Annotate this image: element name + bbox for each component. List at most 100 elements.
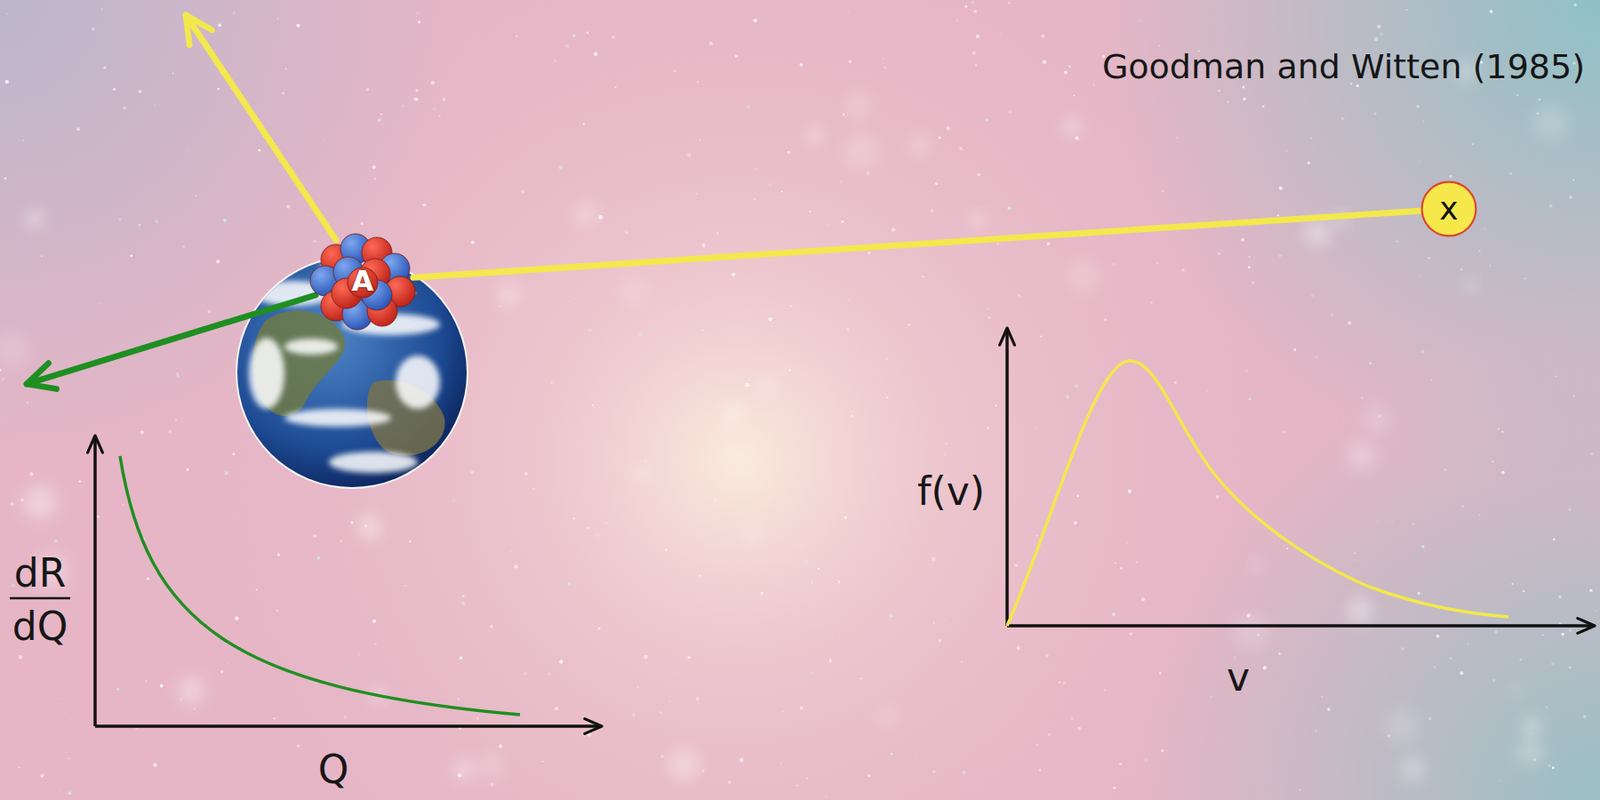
star xyxy=(401,104,405,108)
star xyxy=(1489,9,1494,14)
star xyxy=(18,655,23,659)
star xyxy=(312,534,317,538)
star xyxy=(587,527,590,529)
star xyxy=(1392,521,1393,523)
star xyxy=(1075,136,1080,140)
star xyxy=(1347,320,1352,325)
star xyxy=(281,92,285,96)
star-glow xyxy=(1346,597,1374,624)
star xyxy=(1248,265,1251,269)
star xyxy=(1209,695,1212,697)
star xyxy=(312,240,317,244)
star xyxy=(116,688,120,691)
star xyxy=(587,721,591,725)
star xyxy=(515,34,519,38)
star xyxy=(1530,733,1532,735)
star xyxy=(1416,215,1417,216)
star xyxy=(1252,782,1254,784)
star xyxy=(790,304,792,307)
star xyxy=(598,215,602,219)
clouds xyxy=(248,259,440,473)
star xyxy=(1207,390,1209,392)
star xyxy=(1242,86,1246,89)
star-glow xyxy=(844,92,872,120)
star xyxy=(1248,256,1251,258)
star xyxy=(476,717,479,720)
star xyxy=(914,753,916,755)
star xyxy=(696,696,700,701)
star xyxy=(175,419,177,422)
star xyxy=(452,498,456,503)
star xyxy=(1405,257,1407,259)
star xyxy=(1573,394,1576,397)
star xyxy=(216,259,220,264)
star xyxy=(404,584,407,587)
star-glow xyxy=(1399,755,1427,784)
star xyxy=(1126,542,1128,544)
star xyxy=(380,112,383,115)
star xyxy=(471,240,475,245)
star xyxy=(588,328,592,332)
star xyxy=(1549,204,1553,208)
star xyxy=(6,13,8,16)
star xyxy=(972,51,976,56)
recoil-spectrum-curve xyxy=(120,456,520,715)
star xyxy=(234,616,239,621)
star xyxy=(754,167,758,170)
star xyxy=(1077,727,1081,731)
star-glow xyxy=(669,750,700,781)
star xyxy=(844,516,848,520)
star xyxy=(1136,560,1138,563)
star xyxy=(1368,361,1372,365)
star xyxy=(1199,107,1200,109)
star xyxy=(867,251,871,255)
star xyxy=(840,181,842,184)
star xyxy=(1417,592,1421,595)
star xyxy=(630,510,632,512)
star xyxy=(702,769,705,773)
star xyxy=(592,404,594,407)
star xyxy=(696,451,699,455)
star-glow xyxy=(1517,737,1544,765)
star xyxy=(1104,688,1106,691)
star xyxy=(1042,60,1047,64)
star-glow xyxy=(1465,279,1478,291)
star xyxy=(1379,32,1384,36)
star xyxy=(1062,681,1066,686)
star xyxy=(935,182,938,185)
star xyxy=(837,580,840,584)
star xyxy=(1501,431,1504,433)
cloud xyxy=(284,408,392,427)
star xyxy=(160,684,164,688)
star xyxy=(1293,348,1296,352)
star xyxy=(598,626,601,630)
star xyxy=(768,183,773,187)
star xyxy=(1483,227,1486,230)
star xyxy=(1568,195,1573,200)
star xyxy=(1325,767,1327,768)
star xyxy=(152,763,157,768)
star xyxy=(1312,283,1313,285)
star xyxy=(799,570,800,572)
star xyxy=(696,192,698,195)
star xyxy=(944,620,946,623)
star xyxy=(986,427,989,430)
star-glow xyxy=(477,751,506,780)
particle-track xyxy=(413,210,1424,278)
star xyxy=(1240,238,1245,242)
star-glow xyxy=(1066,258,1101,293)
star xyxy=(1400,647,1405,651)
star xyxy=(1287,151,1288,152)
star-glow xyxy=(575,203,597,225)
star xyxy=(1537,97,1541,101)
star xyxy=(999,723,1001,726)
star xyxy=(702,328,704,331)
star xyxy=(22,139,25,143)
star-glow xyxy=(843,133,879,168)
axis-label: f(v) xyxy=(917,472,985,512)
star xyxy=(1120,567,1123,570)
star xyxy=(277,552,280,556)
star xyxy=(1418,160,1420,162)
star xyxy=(1479,514,1480,516)
